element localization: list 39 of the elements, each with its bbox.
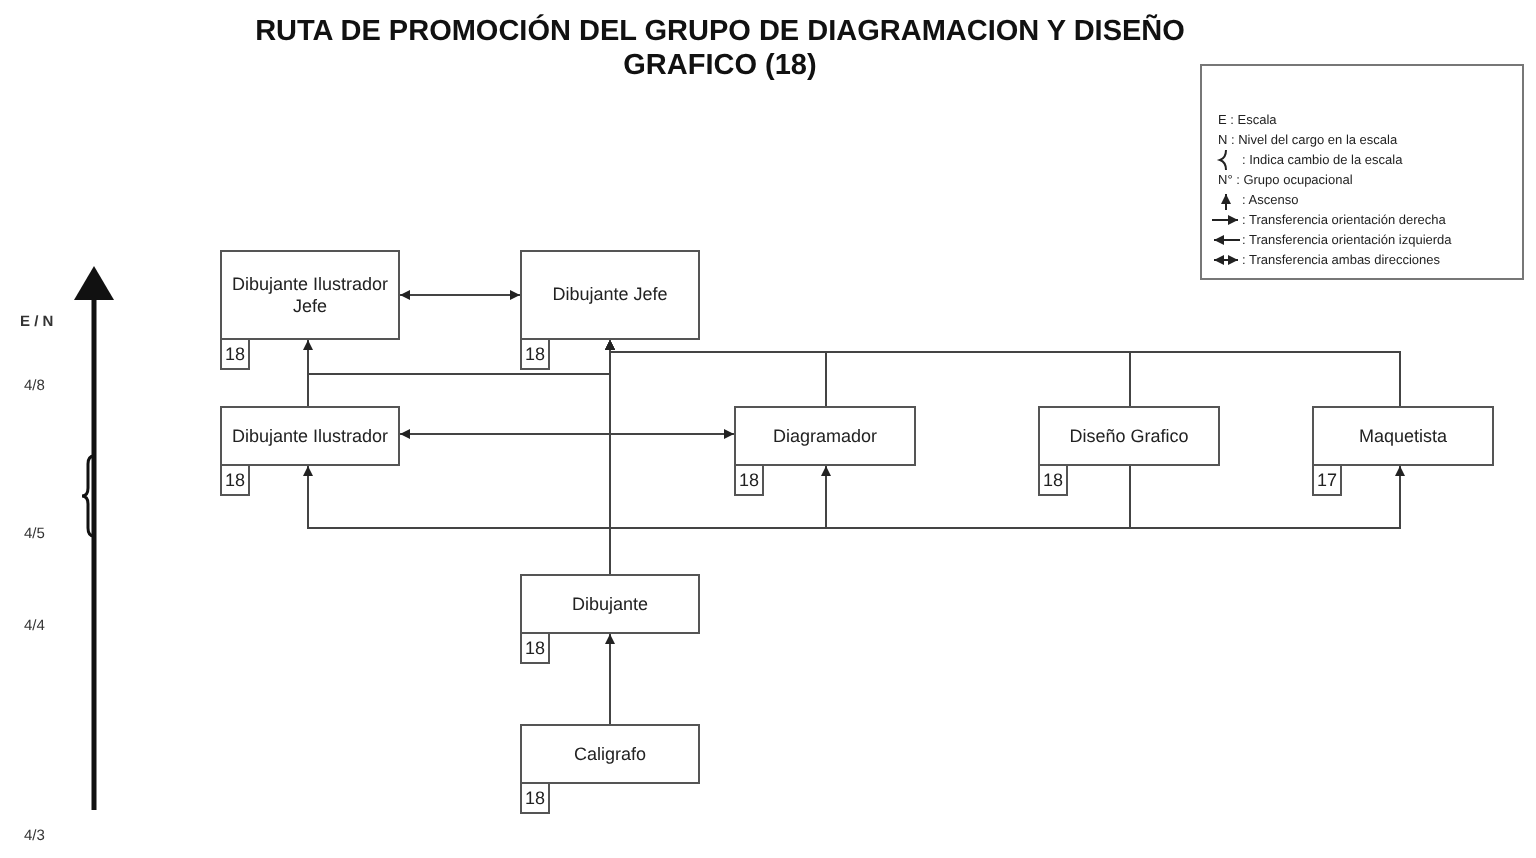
- promotion-arrow: [821, 465, 1131, 529]
- group-number: 18: [524, 788, 545, 808]
- group-number-box: [1312, 464, 1342, 496]
- group-number-box: [1038, 464, 1068, 496]
- job-position-box: [520, 574, 700, 634]
- job-title: Dibujante Jefe: [552, 284, 668, 306]
- group-number: 17: [1316, 470, 1337, 490]
- group-number-box: [520, 338, 550, 370]
- job-title: Dibujante Ilustrador Jefe: [229, 273, 391, 317]
- group-number: 18: [224, 470, 245, 490]
- job-position-box: [220, 250, 400, 340]
- diagram-title: RUTA DE PROMOCIÓN DEL GRUPO DE DIAGRAMACION Y DISEÑO GRAFICO (18): [253, 16, 1187, 84]
- job-title: Dibujante: [571, 593, 649, 615]
- group-number: 18: [224, 344, 245, 364]
- group-number-box: [520, 632, 550, 664]
- group-number-box: [220, 338, 250, 370]
- job-position-box: [734, 406, 916, 466]
- promotion-arrow: [1129, 465, 1405, 529]
- job-title: Diseño Grafico: [1069, 425, 1189, 447]
- group-number-box: [520, 782, 550, 814]
- group-number: 18: [1042, 470, 1063, 490]
- job-title: Caligrafo: [573, 743, 647, 765]
- job-title: Dibujante Ilustrador: [231, 425, 389, 447]
- group-number: 18: [738, 470, 759, 490]
- job-position-box: [520, 724, 700, 784]
- job-position-box: [1312, 406, 1494, 466]
- job-title: Diagramador: [772, 425, 878, 447]
- promotion-arrow: [605, 633, 615, 725]
- job-position-box: [220, 406, 400, 466]
- group-number: 18: [524, 344, 545, 364]
- promotion-arrow: [609, 429, 735, 575]
- job-position-box: [1038, 406, 1220, 466]
- job-title: Maquetista: [1358, 425, 1448, 447]
- group-number-box: [220, 464, 250, 496]
- promotion-arrow: [399, 290, 521, 300]
- job-position-box: [520, 250, 700, 340]
- group-number: 18: [524, 638, 545, 658]
- group-number-box: [734, 464, 764, 496]
- promotion-arrow: [605, 339, 1401, 407]
